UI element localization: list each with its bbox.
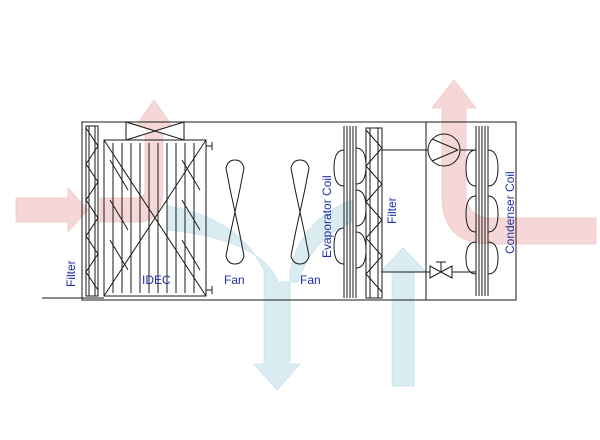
filter-right-label: Filter <box>385 197 399 224</box>
fan-1-label: Fan <box>224 273 245 287</box>
fan-2-icon <box>290 159 310 265</box>
filter-left-label: Filter <box>64 260 78 287</box>
evaporator-coil <box>333 126 367 298</box>
supply-air-arrow <box>167 199 353 391</box>
fan-2-label: Fan <box>300 273 321 287</box>
fan-icon <box>125 121 185 141</box>
filter-right <box>365 127 383 299</box>
outdoor-air-inlet-arrow <box>15 186 89 234</box>
expansion-valve-icon <box>429 261 453 279</box>
condenser-coil-label: Condenser Coil <box>503 171 517 254</box>
idec-label: IDEC <box>142 273 171 287</box>
filter-left <box>85 125 99 297</box>
evaporator-coil-label: Evaporator Coil <box>320 175 334 258</box>
return-air-arrow <box>379 247 427 387</box>
idec-unit <box>103 139 213 297</box>
unit-housing <box>81 121 517 301</box>
fan-1-icon <box>225 159 245 265</box>
condenser-coil <box>465 126 499 296</box>
compressor-icon <box>427 133 461 167</box>
